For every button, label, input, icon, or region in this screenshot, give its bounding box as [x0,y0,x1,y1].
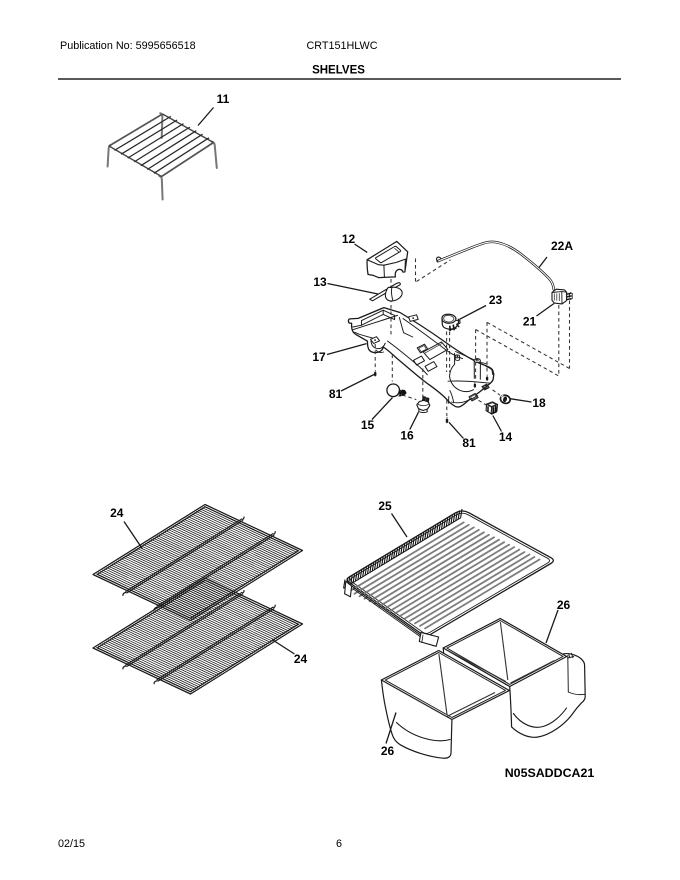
svg-text:25: 25 [378,499,392,513]
svg-text:26: 26 [381,744,395,758]
svg-text:6: 6 [336,838,342,850]
svg-text:13: 13 [313,275,327,289]
svg-text:15: 15 [361,418,375,432]
svg-text:14: 14 [499,430,513,444]
svg-text:81: 81 [329,387,343,401]
svg-text:24: 24 [110,506,124,520]
svg-text:11: 11 [217,92,230,106]
svg-text:CRT151HLWC: CRT151HLWC [307,40,378,52]
svg-text:24: 24 [294,652,308,666]
svg-text:18: 18 [532,396,546,410]
svg-text:Publication No: 5995656518: Publication No: 5995656518 [60,40,196,52]
svg-text:02/15: 02/15 [58,838,85,850]
svg-text:81: 81 [462,436,476,450]
svg-text:N05SADDCA21: N05SADDCA21 [505,766,595,780]
svg-text:SHELVES: SHELVES [312,65,365,77]
svg-text:26: 26 [557,598,571,612]
svg-text:21: 21 [523,315,537,329]
svg-text:23: 23 [489,293,503,307]
svg-text:12: 12 [342,232,356,246]
svg-text:22A: 22A [551,239,573,253]
svg-text:16: 16 [400,429,414,443]
svg-text:17: 17 [312,350,326,364]
